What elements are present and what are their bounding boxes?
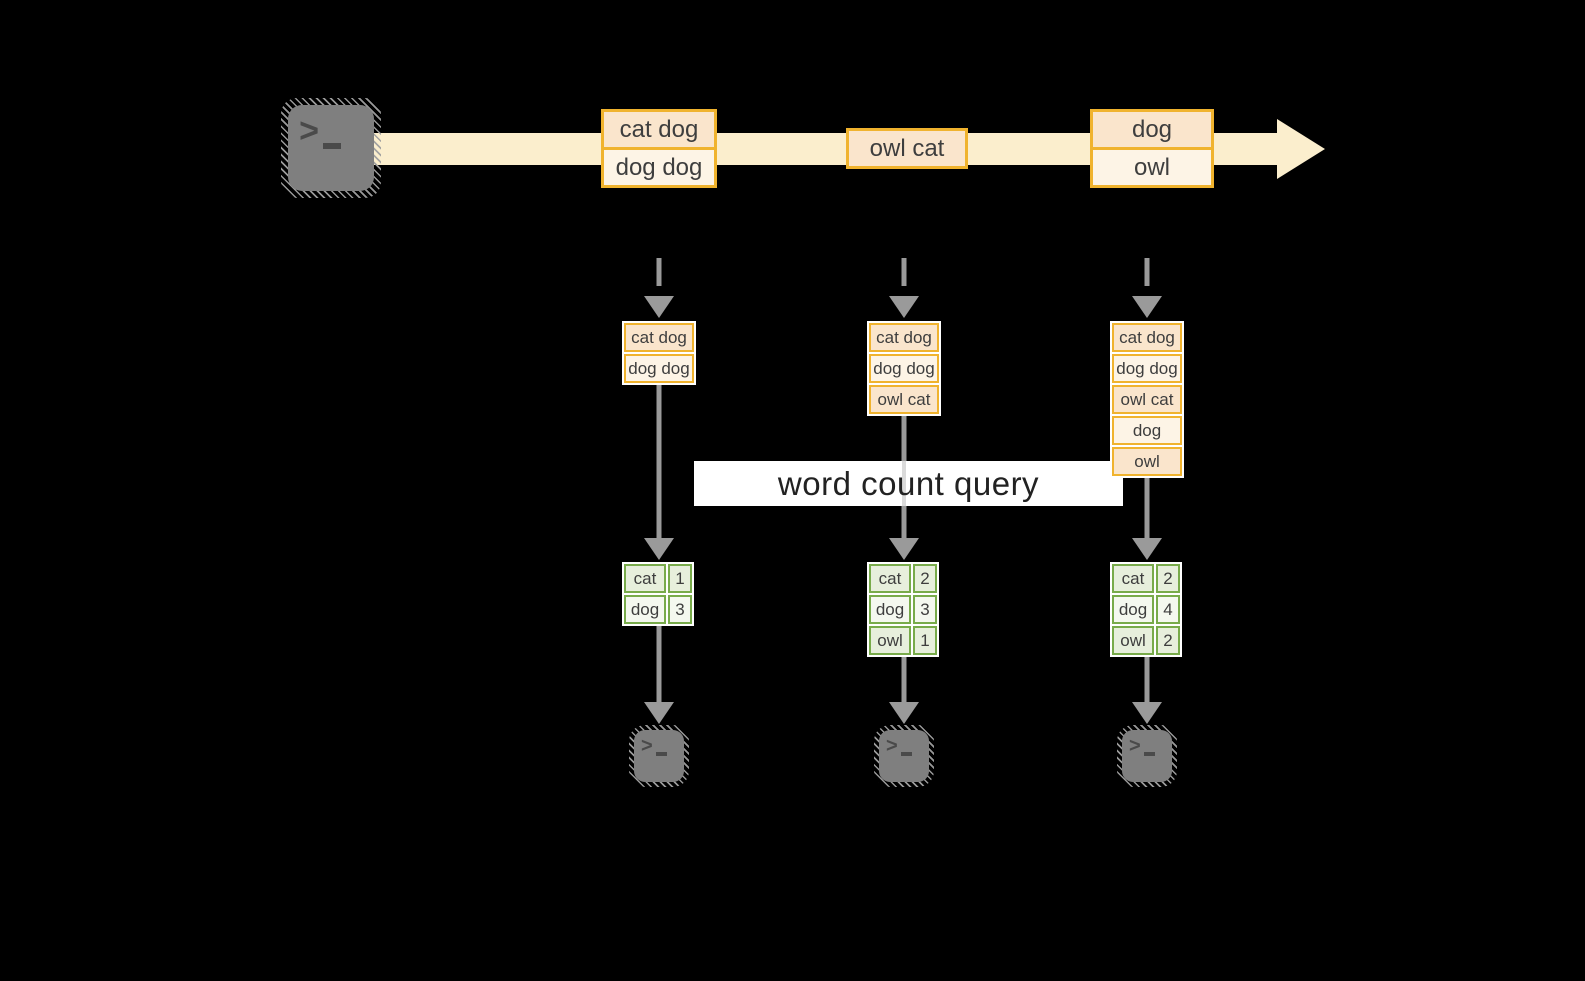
ingest-arrowhead xyxy=(644,296,674,318)
message-line: dog dog xyxy=(604,147,714,185)
buffer-row: owl xyxy=(1112,447,1182,476)
output-arrow-line xyxy=(901,657,907,702)
sink-terminal-icon-1: > xyxy=(629,725,689,787)
count-value-cell: 2 xyxy=(913,564,937,593)
message-line: cat dog xyxy=(604,112,714,147)
input-buffer-2: cat dog dog dog owl cat xyxy=(867,321,941,416)
count-word-cell: cat xyxy=(624,564,666,593)
prompt-underscore-icon xyxy=(656,751,667,756)
count-word-cell: dog xyxy=(1112,595,1154,624)
stream-message-3: dog owl xyxy=(1090,109,1214,188)
prompt-chevron-icon: > xyxy=(641,735,653,758)
count-value-cell: 1 xyxy=(668,564,692,593)
count-word-cell: cat xyxy=(869,564,911,593)
sink-terminal-icon-2: > xyxy=(874,725,934,787)
count-table-2: cat 2 dog 3 owl 1 xyxy=(867,562,939,657)
ingest-arrowhead xyxy=(1132,296,1162,318)
query-label-box: word count query xyxy=(694,461,1123,506)
query-label: word count query xyxy=(777,464,1040,502)
buffer-row: owl cat xyxy=(869,385,939,414)
query-arrow-line xyxy=(656,385,662,538)
stream-arrowhead xyxy=(1277,119,1325,179)
count-table-1: cat 1 dog 3 xyxy=(622,562,694,626)
terminal-prompt-icon: > xyxy=(1122,730,1172,782)
count-word-cell: dog xyxy=(869,595,911,624)
stream-message-2: owl cat xyxy=(846,128,968,169)
buffer-row: dog dog xyxy=(624,354,694,383)
buffer-row: dog dog xyxy=(869,354,939,383)
buffer-row: dog xyxy=(1112,416,1182,445)
query-arrowhead xyxy=(644,538,674,560)
buffer-row: owl cat xyxy=(1112,385,1182,414)
count-value-cell: 3 xyxy=(913,595,937,624)
terminal-prompt-icon: > xyxy=(288,105,374,191)
sink-terminal-icon-3: > xyxy=(1117,725,1177,787)
query-arrow-line xyxy=(1144,478,1150,538)
input-buffer-1: cat dog dog dog xyxy=(622,321,696,385)
output-arrow-line xyxy=(656,626,662,702)
count-value-cell: 2 xyxy=(1156,564,1180,593)
prompt-underscore-icon xyxy=(901,751,912,756)
output-arrowhead xyxy=(1132,702,1162,724)
stream-message-1: cat dog dog dog xyxy=(601,109,717,188)
ingest-arrow-dash xyxy=(901,258,907,286)
prompt-chevron-icon: > xyxy=(886,735,898,758)
ingest-arrowhead xyxy=(889,296,919,318)
query-arrowhead xyxy=(889,538,919,560)
count-value-cell: 2 xyxy=(1156,626,1180,655)
prompt-chevron-icon: > xyxy=(1129,735,1141,758)
buffer-row: cat dog xyxy=(624,323,694,352)
query-arrowhead xyxy=(1132,538,1162,560)
buffer-row: cat dog xyxy=(869,323,939,352)
output-arrowhead xyxy=(644,702,674,724)
count-value-cell: 4 xyxy=(1156,595,1180,624)
count-table-3: cat 2 dog 4 owl 2 xyxy=(1110,562,1182,657)
terminal-prompt-icon: > xyxy=(634,730,684,782)
buffer-row: dog dog xyxy=(1112,354,1182,383)
prompt-chevron-icon: > xyxy=(299,111,320,150)
prompt-underscore-icon xyxy=(323,142,342,149)
input-buffer-3: cat dog dog dog owl cat dog owl xyxy=(1110,321,1184,478)
source-terminal-icon: > xyxy=(281,98,381,198)
count-word-cell: cat xyxy=(1112,564,1154,593)
output-arrow-line xyxy=(1144,657,1150,702)
count-word-cell: dog xyxy=(624,595,666,624)
count-value-cell: 3 xyxy=(668,595,692,624)
count-value-cell: 1 xyxy=(913,626,937,655)
output-arrowhead xyxy=(889,702,919,724)
message-line: dog xyxy=(1093,112,1211,147)
message-line: owl cat xyxy=(849,131,965,166)
prompt-underscore-icon xyxy=(1144,751,1155,756)
ingest-arrow-dash xyxy=(1144,258,1150,286)
buffer-row: cat dog xyxy=(1112,323,1182,352)
ingest-arrow-dash xyxy=(656,258,662,286)
message-line: owl xyxy=(1093,147,1211,185)
arrow-showthrough-line xyxy=(902,461,906,506)
count-word-cell: owl xyxy=(869,626,911,655)
count-word-cell: owl xyxy=(1112,626,1154,655)
terminal-prompt-icon: > xyxy=(879,730,929,782)
